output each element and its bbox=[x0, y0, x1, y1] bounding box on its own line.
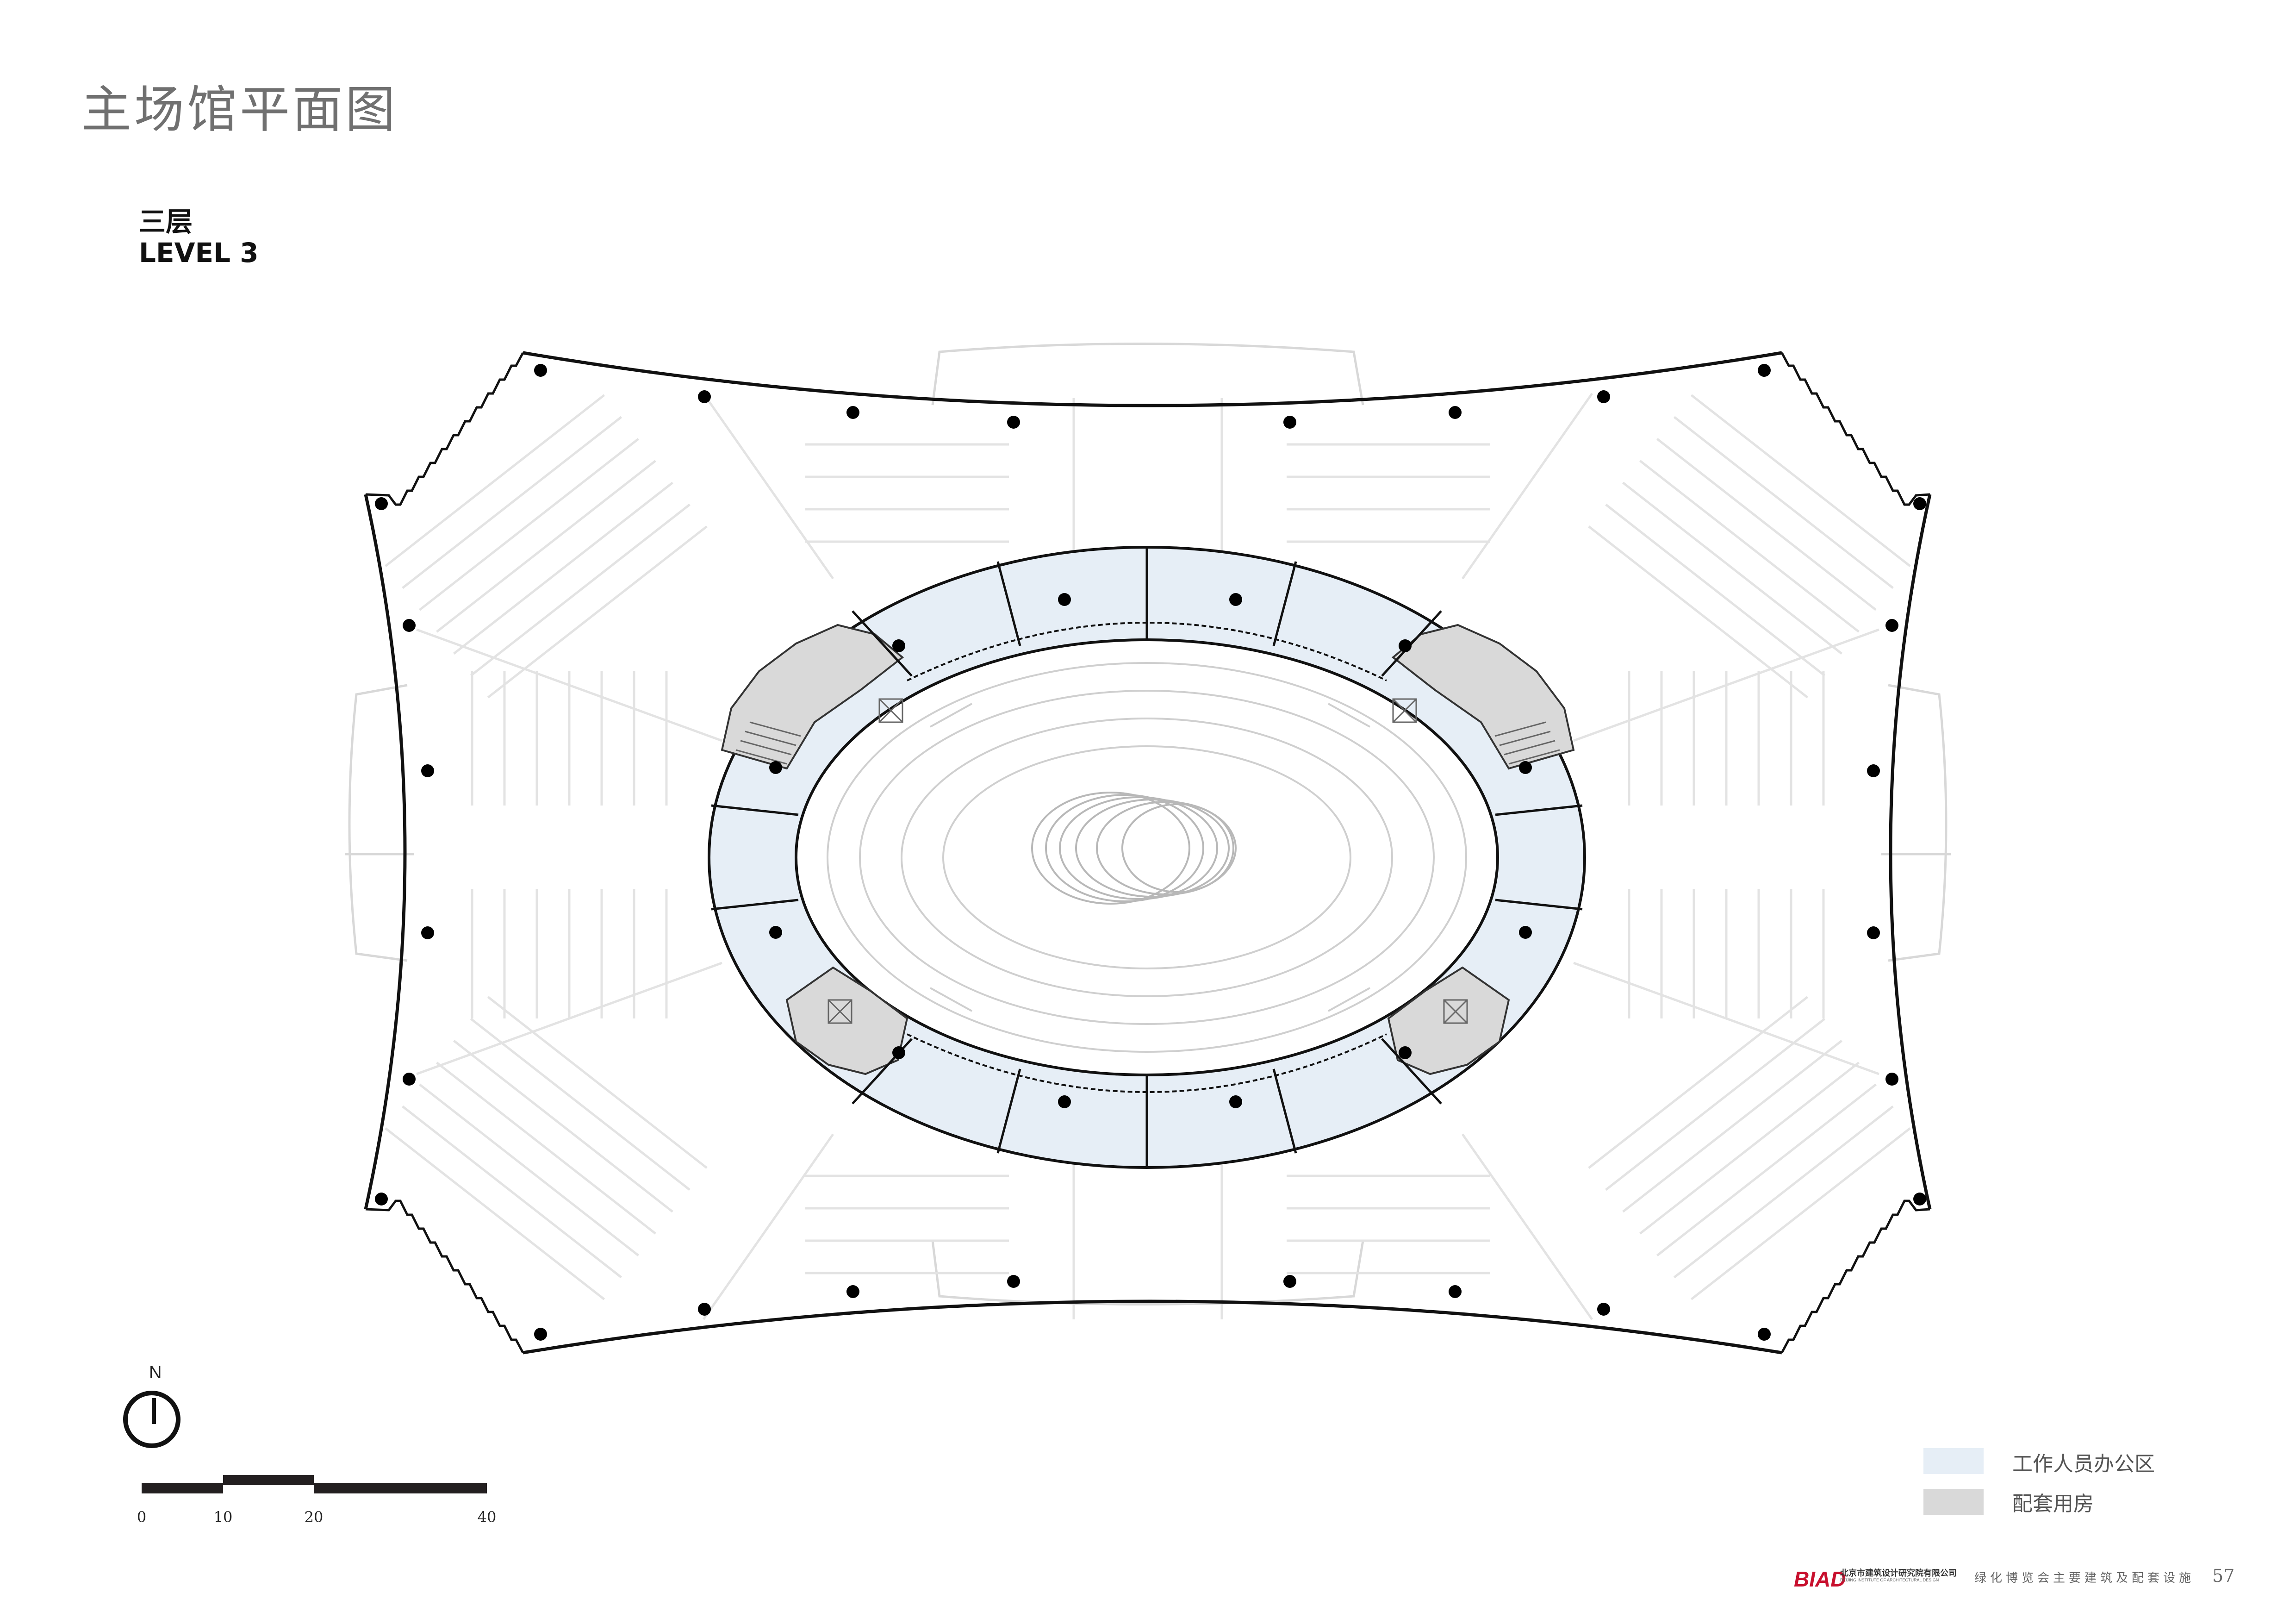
column-dot-icon bbox=[1007, 1275, 1020, 1288]
seating-nw bbox=[385, 394, 708, 699]
column-dot-icon bbox=[403, 1073, 416, 1086]
column-dot-icon bbox=[1519, 926, 1532, 939]
column-dot-icon bbox=[698, 1303, 711, 1316]
column-dot-icon bbox=[1867, 926, 1880, 939]
scale-segment bbox=[223, 1475, 314, 1485]
column-dot-icon bbox=[1867, 764, 1880, 777]
legend-swatch-office bbox=[1923, 1448, 1984, 1474]
level-title-en: LEVEL 3 bbox=[139, 237, 259, 269]
column-dot-icon bbox=[375, 497, 388, 510]
column-dot-icon bbox=[1283, 1275, 1296, 1288]
column-dot-icon bbox=[1913, 1193, 1926, 1206]
column-dot-icon bbox=[1283, 416, 1296, 429]
column-dot-icon bbox=[1597, 390, 1610, 403]
legend-swatch-support bbox=[1923, 1489, 1984, 1515]
column-dot-icon bbox=[1058, 593, 1071, 606]
outer-boundary bbox=[364, 351, 1932, 1355]
column-dot-icon bbox=[1399, 639, 1412, 652]
seating-east bbox=[1628, 671, 1825, 1018]
column-dot-icon bbox=[1885, 1073, 1898, 1086]
seating-ne bbox=[1588, 394, 1911, 699]
column-dot-icon bbox=[1758, 1328, 1771, 1341]
seating-rows bbox=[385, 393, 1911, 1320]
column-dot-icon bbox=[1058, 1095, 1071, 1108]
column-dot-icon bbox=[1449, 1285, 1462, 1298]
project-name: 绿化博览会主要建筑及配套设施 bbox=[1974, 1571, 2195, 1585]
support-room-sw bbox=[785, 966, 908, 1075]
scale-segment bbox=[142, 1483, 223, 1493]
column-dot-icon bbox=[1597, 1303, 1610, 1316]
column-dot-icon bbox=[421, 926, 434, 939]
scale-tick-10: 10 bbox=[213, 1508, 233, 1526]
column-dot-icon bbox=[1229, 1095, 1242, 1108]
column-dot-icon bbox=[1007, 416, 1020, 429]
seating-sw bbox=[385, 996, 708, 1300]
column-dot-icon bbox=[769, 761, 782, 774]
inner-sawtooth bbox=[907, 622, 1387, 1093]
scale-tick-0: 0 bbox=[137, 1508, 147, 1526]
page-title: 主场馆平面图 bbox=[81, 81, 398, 139]
column-dot-icon bbox=[769, 926, 782, 939]
stair-details bbox=[735, 698, 1560, 1024]
ring-partitions bbox=[711, 547, 1583, 1168]
north-label: N bbox=[149, 1363, 162, 1382]
central-field bbox=[827, 662, 1467, 1053]
company-name-en: BEIJING INSTITUTE OF ARCHITECTURAL DESIG… bbox=[1840, 1578, 1939, 1582]
office-zone-ring bbox=[707, 546, 1587, 1169]
column-dot-icon bbox=[1758, 364, 1771, 377]
column-dot-icon bbox=[892, 639, 905, 652]
seating-west bbox=[471, 671, 668, 1018]
column-dot-icon bbox=[846, 406, 859, 419]
company-name: 北京市建筑设计研究院有限公司 bbox=[1840, 1568, 1957, 1578]
column-dot-icon bbox=[403, 619, 416, 632]
legend-label-support: 配套用房 bbox=[2012, 1493, 2094, 1515]
column-dot-icon bbox=[1229, 593, 1242, 606]
column-dot-icon bbox=[375, 1193, 388, 1206]
seating-south bbox=[805, 1174, 1490, 1274]
column-dot-icon bbox=[1399, 1046, 1412, 1059]
canopy-outlines bbox=[345, 343, 1951, 1305]
page-number: 57 bbox=[2212, 1566, 2235, 1586]
column-dot-icon bbox=[534, 1328, 547, 1341]
outer-columns bbox=[375, 364, 1926, 1341]
column-dot-icon bbox=[534, 364, 547, 377]
column-dot-icon bbox=[1519, 761, 1532, 774]
scale-segment bbox=[314, 1483, 487, 1493]
biad-logo: BIAD bbox=[1794, 1567, 1846, 1591]
scale-tick-40: 40 bbox=[477, 1508, 497, 1526]
column-dot-icon bbox=[1885, 619, 1898, 632]
column-dot-icon bbox=[846, 1285, 859, 1298]
scale-tick-20: 20 bbox=[304, 1508, 324, 1526]
seating-north bbox=[805, 443, 1490, 543]
column-dot-icon bbox=[1913, 497, 1926, 510]
column-dot-icon bbox=[892, 1046, 905, 1059]
legend-label-office: 工作人员办公区 bbox=[2012, 1453, 2155, 1475]
roof-rings bbox=[1031, 792, 1237, 905]
north-needle bbox=[152, 1398, 156, 1424]
seating-se bbox=[1588, 996, 1911, 1300]
support-rooms bbox=[721, 624, 1575, 1075]
radial-divisions bbox=[416, 393, 1879, 1320]
level-title-zh: 三层 bbox=[139, 206, 193, 237]
column-dot-icon bbox=[1449, 406, 1462, 419]
column-dot-icon bbox=[698, 390, 711, 403]
column-dot-icon bbox=[421, 764, 434, 777]
sawtooth-edges bbox=[365, 352, 1930, 1354]
ring-columns bbox=[769, 593, 1532, 1108]
support-room-se bbox=[1387, 966, 1510, 1075]
north-arrow-icon bbox=[123, 1391, 180, 1448]
